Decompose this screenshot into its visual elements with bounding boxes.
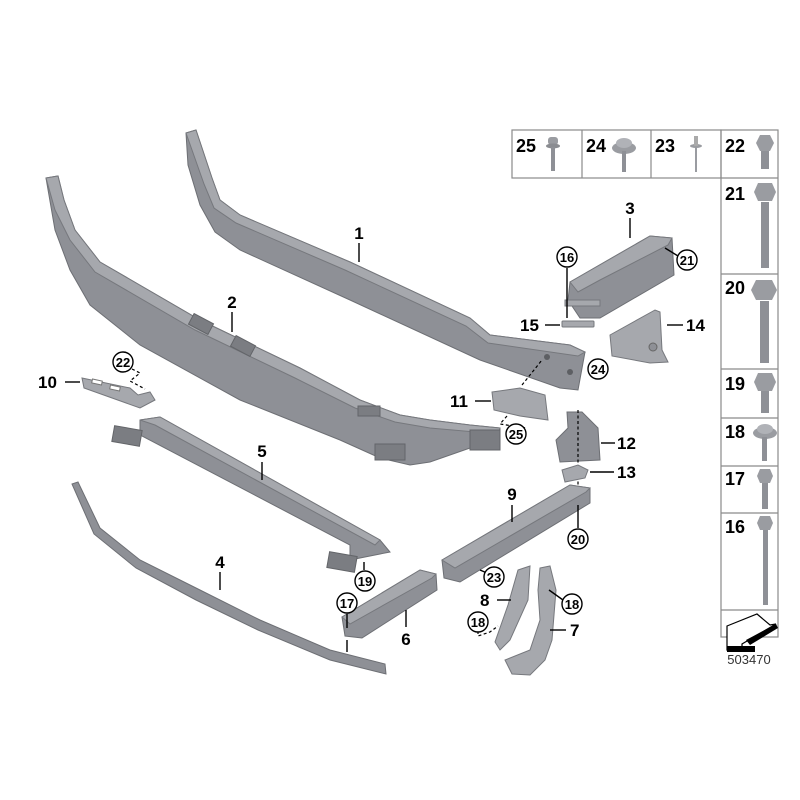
part-4-seal-strip[interactable] — [71, 481, 387, 675]
circled-callout-25[interactable]: 25 — [505, 423, 527, 445]
circled-callout-17[interactable]: 17 — [336, 592, 358, 652]
callout-13: 13 — [617, 463, 636, 482]
legend-cell-24[interactable]: 24 — [586, 136, 636, 172]
torx-washer-screw-icon — [753, 424, 777, 461]
circled-callout-20[interactable]: 20 — [567, 505, 589, 550]
svg-text:19: 19 — [725, 374, 745, 394]
svg-text:18: 18 — [471, 615, 485, 630]
part-2-lower-carrier[interactable] — [45, 175, 501, 466]
hex-bolt-extra-long-icon — [757, 516, 773, 605]
svg-text:16: 16 — [725, 517, 745, 537]
callout-3: 3 — [625, 199, 634, 218]
legend-cell-20[interactable]: 20 — [725, 278, 777, 363]
legend-cell-25[interactable]: 25 — [516, 136, 560, 171]
part-1-carrier-beam[interactable] — [185, 129, 587, 391]
svg-text:21: 21 — [680, 253, 694, 268]
callout-2: 2 — [227, 293, 236, 312]
svg-text:25: 25 — [509, 427, 523, 442]
legend-cell-17[interactable]: 17 — [725, 469, 773, 509]
legend-cell-19[interactable]: 19 — [725, 373, 776, 413]
diagram-number: 503470 — [727, 652, 770, 667]
legend-cell-23[interactable]: 23 — [655, 136, 702, 172]
circled-callout-23[interactable]: 23 — [479, 566, 505, 588]
callout-4: 4 — [215, 553, 225, 572]
part-15-plate[interactable] — [561, 320, 595, 328]
part-14-bracket[interactable] — [609, 309, 669, 364]
svg-text:25: 25 — [516, 136, 536, 156]
callout-11: 11 — [450, 392, 468, 411]
callout-8: 8 — [480, 591, 489, 610]
svg-text:21: 21 — [725, 184, 745, 204]
legend-cell-22[interactable]: 22 — [725, 135, 774, 169]
callout-9: 9 — [507, 485, 516, 504]
svg-text:17: 17 — [725, 469, 745, 489]
callout-1: 1 — [354, 224, 363, 243]
part-9-lower-rail[interactable] — [441, 484, 592, 583]
svg-text:18: 18 — [565, 597, 579, 612]
svg-text:22: 22 — [116, 355, 130, 370]
arrow-back-icon[interactable] — [726, 613, 778, 652]
legend-cell-21[interactable]: 21 — [725, 183, 776, 268]
callout-12: 12 — [617, 434, 636, 453]
part-5-cross-strut[interactable] — [111, 416, 391, 573]
blind-rivet-icon — [690, 136, 702, 172]
callout-6: 6 — [401, 630, 410, 649]
part-7-bracket[interactable] — [504, 565, 557, 676]
legend-cell-16[interactable]: 16 — [725, 516, 773, 605]
hex-flange-screw-short-icon — [754, 373, 776, 413]
hex-flange-bolt-long-icon — [754, 183, 776, 268]
circled-callout-24[interactable]: 24 — [587, 358, 609, 380]
svg-text:20: 20 — [725, 278, 745, 298]
part-8-bracket[interactable] — [494, 565, 531, 651]
hex-flange-bolt-icon — [751, 280, 777, 363]
svg-text:22: 22 — [725, 136, 745, 156]
svg-text:19: 19 — [358, 574, 372, 589]
svg-text:24: 24 — [591, 362, 606, 377]
svg-text:23: 23 — [487, 570, 501, 585]
torx-washer-screw-icon — [612, 138, 636, 172]
hex-bolt-small-icon — [757, 469, 773, 509]
callout-15: 15 — [520, 316, 539, 335]
circled-callout-18-left[interactable]: 18 — [467, 611, 499, 637]
callout-14: 14 — [686, 316, 705, 335]
part-11-clip[interactable] — [491, 387, 549, 421]
hex-flange-screw-icon — [756, 135, 774, 169]
svg-text:23: 23 — [655, 136, 675, 156]
part-13-clip[interactable] — [561, 464, 589, 483]
legend-cell-18[interactable]: 18 — [725, 422, 777, 461]
callout-7: 7 — [570, 621, 579, 640]
circled-callout-16[interactable]: 16 — [556, 246, 578, 318]
svg-text:16: 16 — [560, 250, 574, 265]
circled-callout-19[interactable]: 19 — [354, 562, 376, 592]
svg-text:24: 24 — [586, 136, 606, 156]
circled-callout-18-right[interactable]: 18 — [548, 589, 583, 615]
svg-text:20: 20 — [571, 532, 585, 547]
callout-10: 10 — [38, 373, 57, 392]
part-6-mount[interactable] — [341, 569, 438, 639]
part-3-deformation-element[interactable] — [564, 235, 675, 319]
circled-callout-21[interactable]: 21 — [664, 247, 698, 271]
part-12-bracket[interactable] — [555, 411, 601, 463]
svg-text:18: 18 — [725, 422, 745, 442]
svg-text:17: 17 — [340, 596, 354, 611]
torx-flange-bolt-icon — [546, 137, 560, 171]
callout-5: 5 — [257, 442, 266, 461]
part-10-bracket[interactable] — [81, 377, 156, 409]
circled-callout-22[interactable]: 22 — [112, 351, 134, 373]
